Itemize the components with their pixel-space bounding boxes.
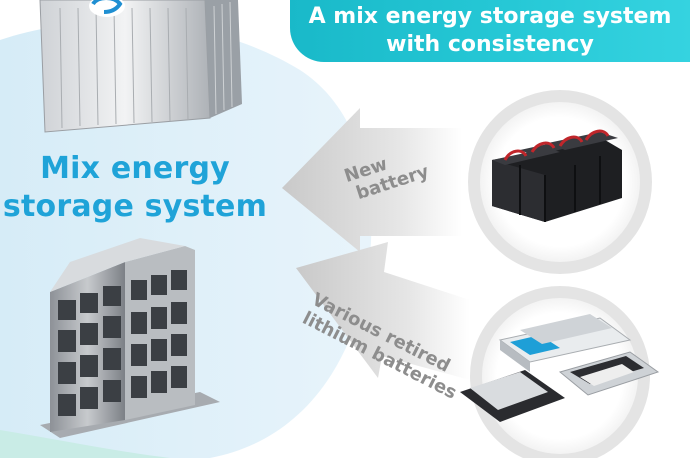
- arrow-new-battery: [282, 108, 462, 252]
- new-battery-icon: [492, 129, 622, 222]
- center-title: Mix energy storage system: [0, 150, 270, 226]
- container-icon: [39, 0, 242, 133]
- background-blob-mint: [0, 430, 170, 458]
- retired-batteries-icon: [460, 314, 660, 422]
- center-title-line1: Mix energy: [40, 151, 230, 186]
- arrow-retired-batteries: [296, 242, 470, 380]
- title-banner: A mix energy storage system with consist…: [290, 0, 690, 62]
- banner-title-line2: with consistency: [386, 32, 594, 57]
- cabinet-icon: [40, 238, 220, 438]
- center-title-line2: storage system: [2, 189, 268, 224]
- banner-title-line1: A mix energy storage system: [308, 4, 672, 29]
